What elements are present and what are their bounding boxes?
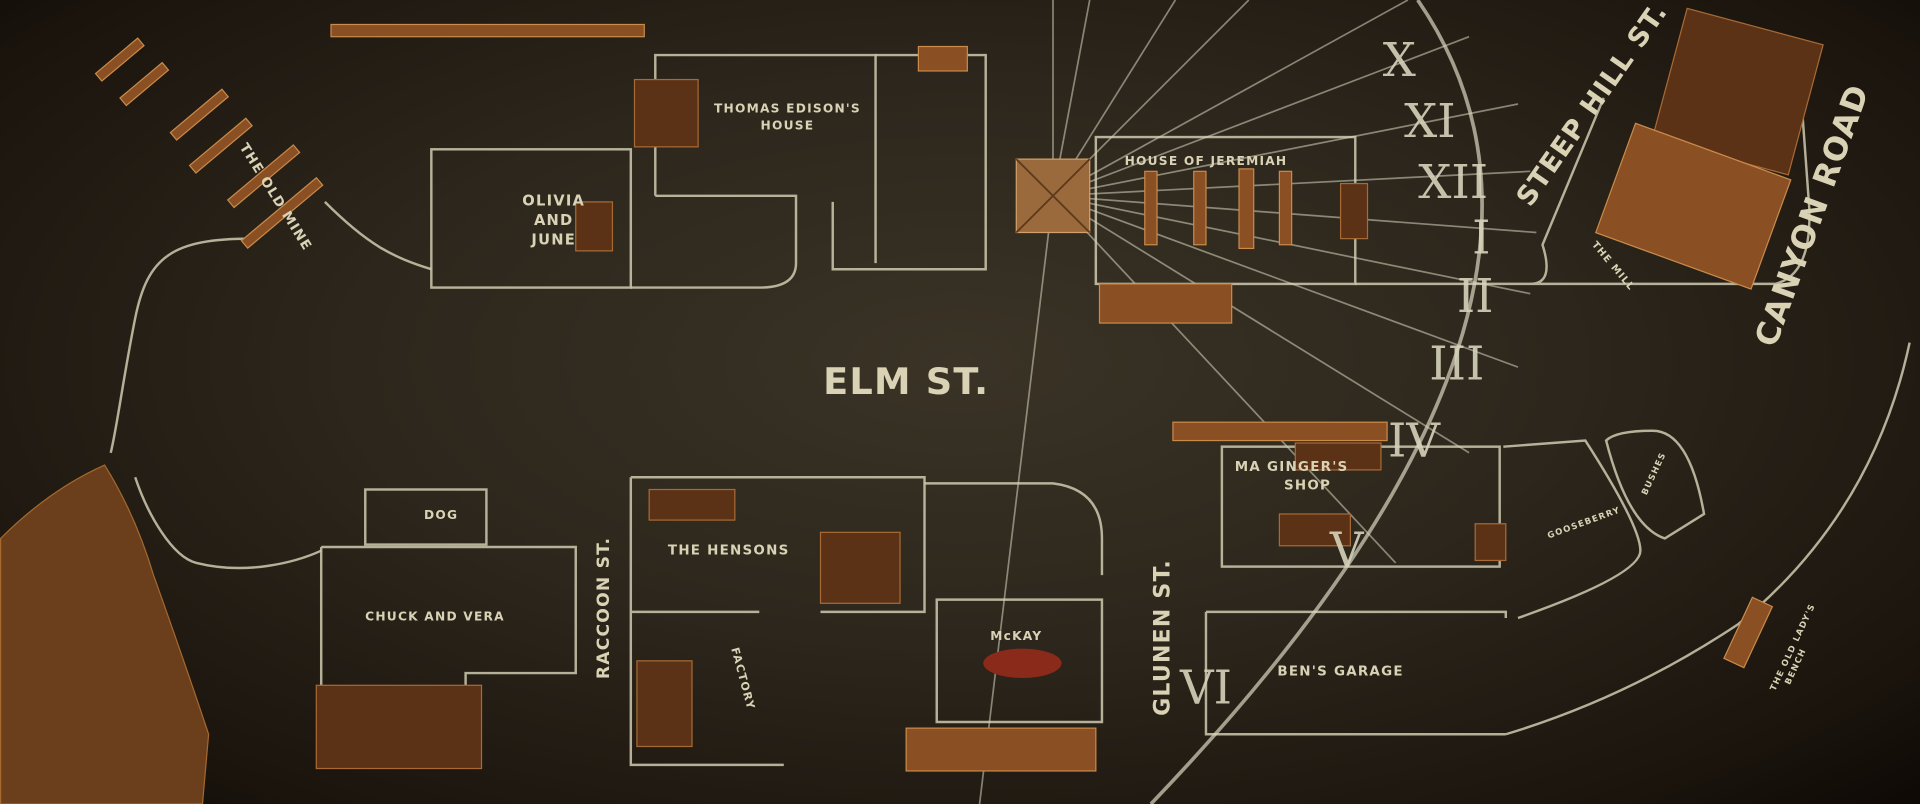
- sundial-ray: [1052, 194, 1537, 234]
- mill-roof: [1594, 122, 1792, 290]
- bed-prop: [1193, 170, 1207, 246]
- numeral-xi: XI: [1404, 94, 1455, 148]
- label-ginger-shop: SHOP: [1284, 478, 1331, 493]
- sundial-ray: [1052, 35, 1470, 197]
- set-props: [0, 7, 1824, 804]
- numeral-xii: XII: [1418, 155, 1488, 209]
- floorboards-prop: [1098, 283, 1233, 324]
- label-bushes: BUSHES: [1640, 451, 1669, 497]
- label-chuck-vera: CHUCK AND VERA: [365, 609, 505, 623]
- sundial-ray: [1052, 195, 1470, 454]
- mine-plank: [94, 37, 145, 82]
- mine-plank: [119, 61, 170, 107]
- label-dog: DOG: [424, 508, 458, 522]
- label-raccoon-st: RACCOON ST.: [594, 537, 614, 679]
- label-factory: FACTORY: [728, 646, 757, 711]
- numeral-vi: VI: [1179, 661, 1232, 715]
- shop-awning: [1172, 421, 1388, 442]
- mckay-stairs: [905, 727, 1097, 772]
- label-edison-house: HOUSE: [761, 119, 815, 133]
- label-elm-st: ELM ST.: [823, 360, 989, 403]
- bed-prop: [1278, 170, 1293, 246]
- sundial-ray: [978, 195, 1054, 804]
- numeral-ii: II: [1457, 269, 1494, 323]
- sundial-ray: [1052, 103, 1519, 197]
- numeral-iii: III: [1429, 336, 1484, 390]
- chuck-bed: [315, 684, 483, 770]
- label-edison-house: THOMAS EDISON'S: [714, 102, 861, 116]
- rock-cliff: [0, 464, 210, 804]
- pyramid-edges: [1015, 158, 1091, 234]
- organ-prop: [1339, 182, 1369, 240]
- car-prop: [1474, 523, 1507, 562]
- sundial-ray: [1052, 0, 1409, 197]
- bed-prop: [1144, 170, 1158, 246]
- label-ginger-shop: MA GINGER'S: [1235, 460, 1349, 475]
- edison-desk: [633, 78, 699, 148]
- sundial-numerals: X XI XII I II III IV V VI: [1179, 33, 1494, 715]
- label-mckay: McKAY: [990, 629, 1042, 643]
- label-hensons: THE HENSONS: [668, 543, 790, 558]
- dog-plot: [364, 488, 488, 546]
- bed-prop: [1238, 168, 1255, 250]
- sundial-ray: [1052, 194, 1519, 368]
- sundial-arc: [1149, 0, 1484, 804]
- sundial-rays: [1052, 0, 1537, 564]
- label-gooseberry: GOOSEBERRY: [1546, 506, 1622, 542]
- mine-plank: [226, 144, 301, 209]
- factory-machine: [636, 660, 693, 748]
- numeral-x: X: [1383, 33, 1416, 87]
- old-lady-bench: [1723, 596, 1774, 669]
- armchair: [575, 201, 614, 252]
- shop-shelf: [1278, 513, 1351, 547]
- sundial-ray: [1052, 195, 1397, 564]
- label-olivia: OLIVIA: [522, 193, 585, 210]
- numeral-i: I: [1472, 210, 1490, 264]
- label-bens-garage: BEN'S GARAGE: [1277, 665, 1403, 680]
- label-olivia: JUNE: [530, 232, 576, 249]
- edison-telescope: [917, 45, 968, 72]
- mine-plank: [188, 117, 253, 174]
- numeral-iv: IV: [1388, 413, 1441, 467]
- henson-table: [648, 488, 736, 521]
- mckay-rug: [983, 648, 1062, 678]
- shop-counter: [1294, 442, 1382, 471]
- mine-plank: [240, 176, 324, 250]
- olivia-june-plot: [430, 148, 633, 289]
- label-olivia: AND: [534, 212, 573, 229]
- henson-bed: [819, 531, 901, 604]
- numeral-v: V: [1329, 522, 1365, 576]
- mine-plank: [169, 88, 230, 141]
- label-glunen-st: GLUNEN ST.: [1150, 559, 1175, 716]
- map-labels: THE OLD MINE OLIVIA AND JUNE THOMAS EDIS…: [236, 0, 1877, 716]
- fence-prop: [330, 23, 645, 38]
- label-jeremiah: HOUSE OF JEREMIAH: [1125, 154, 1288, 168]
